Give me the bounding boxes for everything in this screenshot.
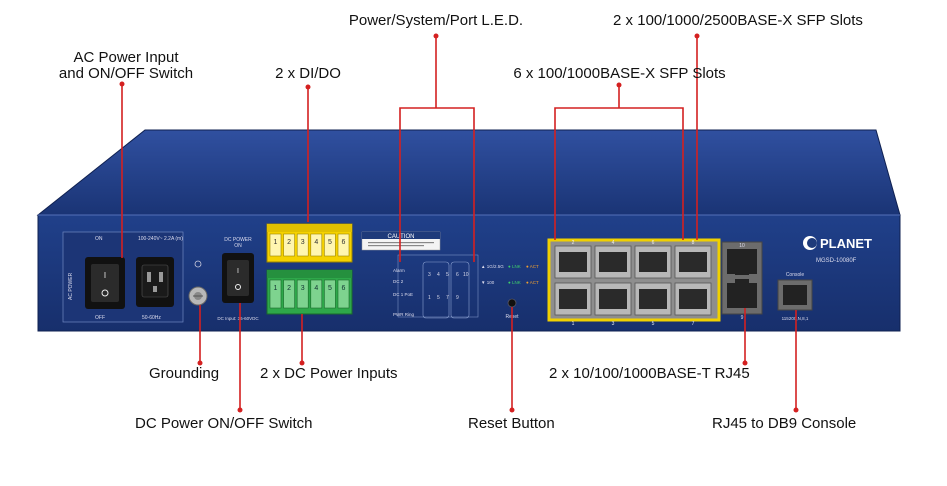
caution-label: CAUTION [361, 231, 441, 251]
dc-pin [296, 279, 309, 309]
dc-pin-number: 3 [301, 285, 305, 292]
sfp-slot-opening [639, 252, 667, 272]
label-rj45: 2 x 10/100/1000BASE-T RJ45 [549, 365, 750, 382]
svg-text:▼ 100: ▼ 100 [481, 280, 495, 285]
svg-text:3: 3 [428, 272, 431, 278]
svg-text:5: 5 [437, 295, 440, 301]
dc-power-switch: DC POWER ON I DC Input: 36-60VDC [217, 237, 259, 321]
svg-text:ON: ON [234, 243, 242, 249]
svg-text:1: 1 [428, 295, 431, 301]
callout-dots [119, 33, 799, 413]
svg-text:I: I [237, 268, 239, 275]
rj45-ports: 10 9 [721, 241, 763, 321]
svg-text:I: I [104, 271, 106, 280]
label-dc-inputs: 2 x DC Power Inputs [260, 365, 398, 382]
planet-logo: PLANET MGSD-10080F [803, 236, 872, 264]
svg-text:DC 1 PoE: DC 1 PoE [393, 292, 413, 297]
label-dido: 2 x DI/DO [275, 65, 341, 82]
sfp-port-number: 4 [612, 240, 615, 246]
sfp-port-number: 8 [692, 240, 695, 246]
dc-pin [324, 279, 336, 309]
svg-text:● ACT: ● ACT [526, 264, 539, 269]
sfp-slot-opening [599, 252, 627, 272]
callout-lines [121, 36, 797, 410]
dido-pin-number: 5 [328, 239, 332, 246]
svg-text:ON: ON [95, 236, 103, 242]
dc-pin [269, 279, 282, 309]
dido-pin [283, 233, 295, 257]
svg-text:6: 6 [456, 272, 459, 278]
grounding-screw [188, 260, 208, 306]
sfp-port-number: 2 [572, 240, 575, 246]
label-leds: Power/System/Port L.E.D. [348, 12, 524, 29]
chassis-top [36, 129, 901, 216]
svg-text:Alarm: Alarm [393, 268, 405, 273]
sfp-slot-opening [639, 289, 667, 309]
dc-pin-number: 6 [342, 285, 346, 292]
svg-text:50-60Hz: 50-60Hz [142, 315, 161, 321]
svg-text:DC 2: DC 2 [393, 279, 404, 284]
dc-pin [310, 279, 323, 309]
label-ac-power: AC Power Input and ON/OFF Switch [56, 50, 196, 82]
svg-text:9: 9 [456, 295, 459, 301]
svg-text:▲ 1G/2.5G: ▲ 1G/2.5G [481, 264, 504, 269]
label-ac-power-line1: AC Power Input [73, 49, 179, 66]
label-sfp-25g: 2 x 100/1000/2500BASE-X SFP Slots [613, 12, 863, 29]
dido-pin-number: 1 [274, 239, 278, 246]
dido-pin [269, 233, 282, 257]
dido-pin [324, 233, 336, 257]
sfp-port-number: 7 [692, 321, 695, 327]
svg-text:● LNK: ● LNK [508, 264, 521, 269]
svg-text:● ACT: ● ACT [526, 280, 539, 285]
dc-pin-number: 4 [314, 285, 318, 292]
svg-text:7: 7 [446, 295, 449, 301]
dido-pin-number: 6 [342, 239, 346, 246]
dc-pin-number: 5 [328, 285, 332, 292]
dido-pin-number: 3 [301, 239, 305, 246]
svg-text:10: 10 [739, 243, 745, 249]
label-reset: Reset Button [468, 415, 555, 432]
svg-text:4: 4 [437, 272, 440, 278]
dido-pin [337, 233, 350, 257]
dc-pin-number: 2 [287, 285, 291, 292]
sfp-port-number: 3 [612, 321, 615, 327]
dido-pin [296, 233, 309, 257]
svg-text:DC POWER: DC POWER [224, 237, 252, 243]
svg-text:DC Input: 36-60VDC: DC Input: 36-60VDC [217, 316, 259, 321]
dc-pin-number: 1 [274, 285, 278, 292]
svg-text:9: 9 [741, 315, 744, 321]
sfp-slot-opening [599, 289, 627, 309]
sfp-port-number: 5 [652, 321, 655, 327]
label-dc-switch: DC Power ON/OFF Switch [135, 415, 313, 432]
svg-text:5: 5 [446, 272, 449, 278]
svg-text:OFF: OFF [95, 315, 105, 321]
svg-text:10: 10 [463, 272, 469, 278]
dc-pin [283, 279, 295, 309]
label-ac-power-line2: and ON/OFF Switch [58, 65, 194, 82]
svg-text:PWR Ring: PWR Ring [393, 312, 415, 317]
dido-pin-number: 2 [287, 239, 291, 246]
dc-pin [337, 279, 350, 309]
svg-text:CAUTION: CAUTION [388, 234, 415, 240]
svg-text:● LNK: ● LNK [508, 280, 521, 285]
sfp-slot-opening [679, 252, 707, 272]
svg-text:100-240V~ 2.2A (m): 100-240V~ 2.2A (m) [138, 236, 183, 242]
sfp-port-number: 6 [652, 240, 655, 246]
sfp-slot-opening [679, 289, 707, 309]
label-sfp-1g: 6 x 100/1000BASE-X SFP Slots [513, 65, 726, 82]
svg-text:Console: Console [786, 272, 805, 278]
dido-pin-number: 4 [314, 239, 318, 246]
svg-text:AC POWER: AC POWER [68, 272, 74, 300]
dido-pin [310, 233, 323, 257]
ac-power-module: I ON 100-240V~ 2.2A (m) OFF 50-60Hz AC P… [62, 231, 184, 323]
sfp-slot-opening [559, 252, 587, 272]
sfp-port-number: 1 [572, 321, 575, 327]
svg-text:PLANET: PLANET [820, 236, 872, 251]
svg-text:MGSD-10080F: MGSD-10080F [816, 258, 857, 264]
label-console: RJ45 to DB9 Console [712, 415, 857, 432]
label-grounding: Grounding [149, 365, 220, 382]
sfp-slot-opening [559, 289, 587, 309]
